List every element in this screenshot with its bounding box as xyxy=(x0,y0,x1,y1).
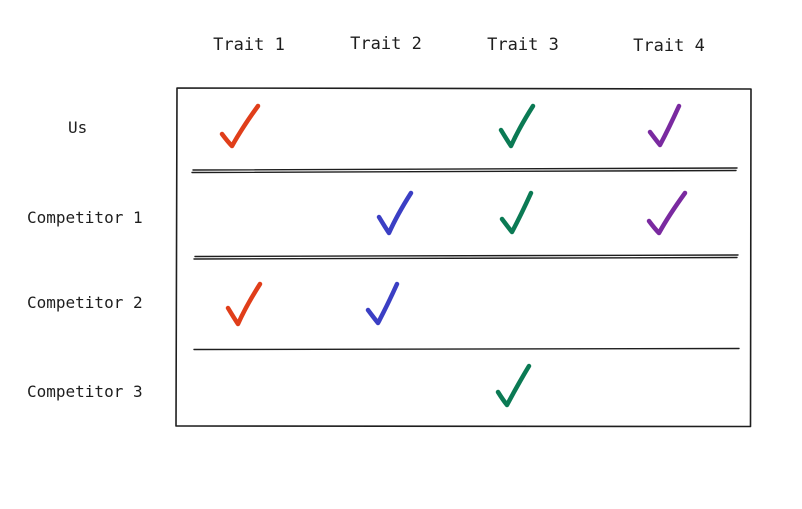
matrix-frame xyxy=(175,87,752,428)
check-icon xyxy=(646,190,688,236)
column-header-trait-1: Trait 1 xyxy=(213,35,285,55)
row-label-us: Us xyxy=(68,118,87,137)
row-divider-1 xyxy=(191,167,738,174)
check-icon xyxy=(219,103,261,149)
check-icon xyxy=(376,190,414,236)
row-label-competitor-1: Competitor 1 xyxy=(27,208,143,227)
column-header-trait-4: Trait 4 xyxy=(633,36,705,56)
row-label-competitor-2: Competitor 2 xyxy=(27,293,143,312)
check-icon xyxy=(499,190,534,235)
row-divider-3 xyxy=(193,347,740,351)
column-header-trait-3: Trait 3 xyxy=(487,35,559,55)
column-header-trait-2: Trait 2 xyxy=(350,34,422,54)
check-icon xyxy=(495,363,532,408)
check-icon xyxy=(225,281,263,327)
check-icon xyxy=(647,103,682,148)
row-label-competitor-3: Competitor 3 xyxy=(27,382,143,401)
row-divider-2 xyxy=(193,254,739,260)
check-marks xyxy=(219,103,688,408)
check-icon xyxy=(365,281,400,326)
check-icon xyxy=(498,103,536,149)
